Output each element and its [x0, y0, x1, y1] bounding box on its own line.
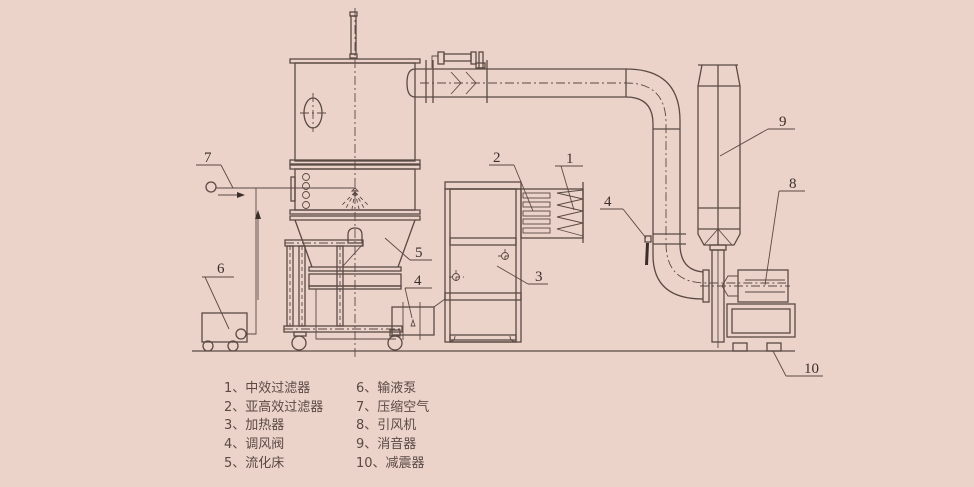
legend-item: 8、引风机 — [356, 418, 417, 434]
callout-4-upper: 4 — [604, 194, 612, 210]
callout-8: 8 — [789, 176, 797, 192]
legend-column-1: 1、中效过滤器 2、亚高效过滤器 3、加热器 4、调风阀 5、流化床 — [224, 380, 323, 474]
legend-item: 9、消音器 — [356, 437, 417, 453]
spray-nozzle — [340, 187, 370, 210]
callout-5: 5 — [415, 245, 423, 261]
callout-3: 3 — [535, 269, 543, 285]
legend-item: 6、输液泵 — [356, 381, 417, 396]
callout-2: 2 — [493, 150, 501, 166]
legend-item: 2、亚高效过滤器 — [224, 399, 324, 415]
exhaust-duct — [406, 51, 786, 300]
legend-item: 7、压缩空气 — [356, 399, 430, 415]
air-handler-cabinet — [444, 181, 584, 343]
legend-item: 10、减震器 — [356, 455, 425, 471]
legend-item: 3、加热器 — [224, 418, 285, 434]
legend-item: 1、中效过滤器 — [224, 381, 311, 396]
callout-9: 9 — [779, 114, 787, 130]
legend-item: 5、流化床 — [224, 455, 285, 471]
callout-10: 10 — [804, 361, 819, 377]
callout-6: 6 — [217, 261, 225, 277]
callout-1: 1 — [566, 151, 574, 167]
legend-item: 4、调风阀 — [224, 437, 285, 453]
medium-efficiency-filter — [556, 189, 584, 237]
induced-draft-fan — [700, 269, 796, 352]
sub-hepa-filter — [522, 192, 551, 234]
air-damper-lower — [391, 298, 446, 340]
liquid-pump — [201, 187, 356, 352]
trolley-frame — [283, 239, 403, 351]
callout-4-lower: 4 — [414, 273, 422, 289]
air-damper — [644, 235, 652, 265]
legend-column-2: 6、输液泵 7、压缩空气 8、引风机 9、消音器 10、减震器 — [356, 380, 429, 474]
fluid-bed-column — [289, 8, 421, 358]
callout-7: 7 — [204, 150, 212, 166]
compressed-air-inlet — [205, 181, 256, 198]
silencer — [697, 64, 741, 348]
